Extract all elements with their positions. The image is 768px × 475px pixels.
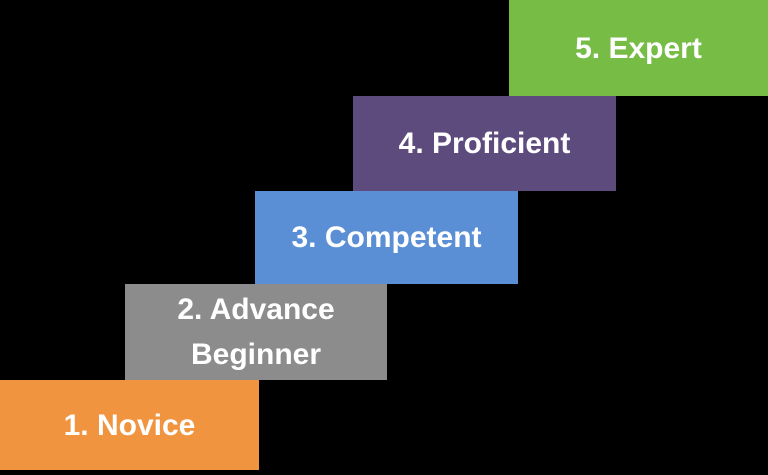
level-label-proficient: 4. Proficient [398,127,571,160]
level-box-advance-beginner: 2. Advance Beginner [125,284,387,380]
level-box-proficient: 4. Proficient [353,96,616,191]
level-box-expert: 5. Expert [509,0,768,96]
level-box-competent: 3. Competent [255,191,518,284]
level-label-novice: 1. Novice [63,408,196,442]
level-label-advance-beginner: 2. Advance Beginner [177,293,335,371]
level-label-expert: 5. Expert [575,31,702,65]
level-box-novice: 1. Novice [0,380,259,470]
level-label-competent: 3. Competent [291,221,482,254]
